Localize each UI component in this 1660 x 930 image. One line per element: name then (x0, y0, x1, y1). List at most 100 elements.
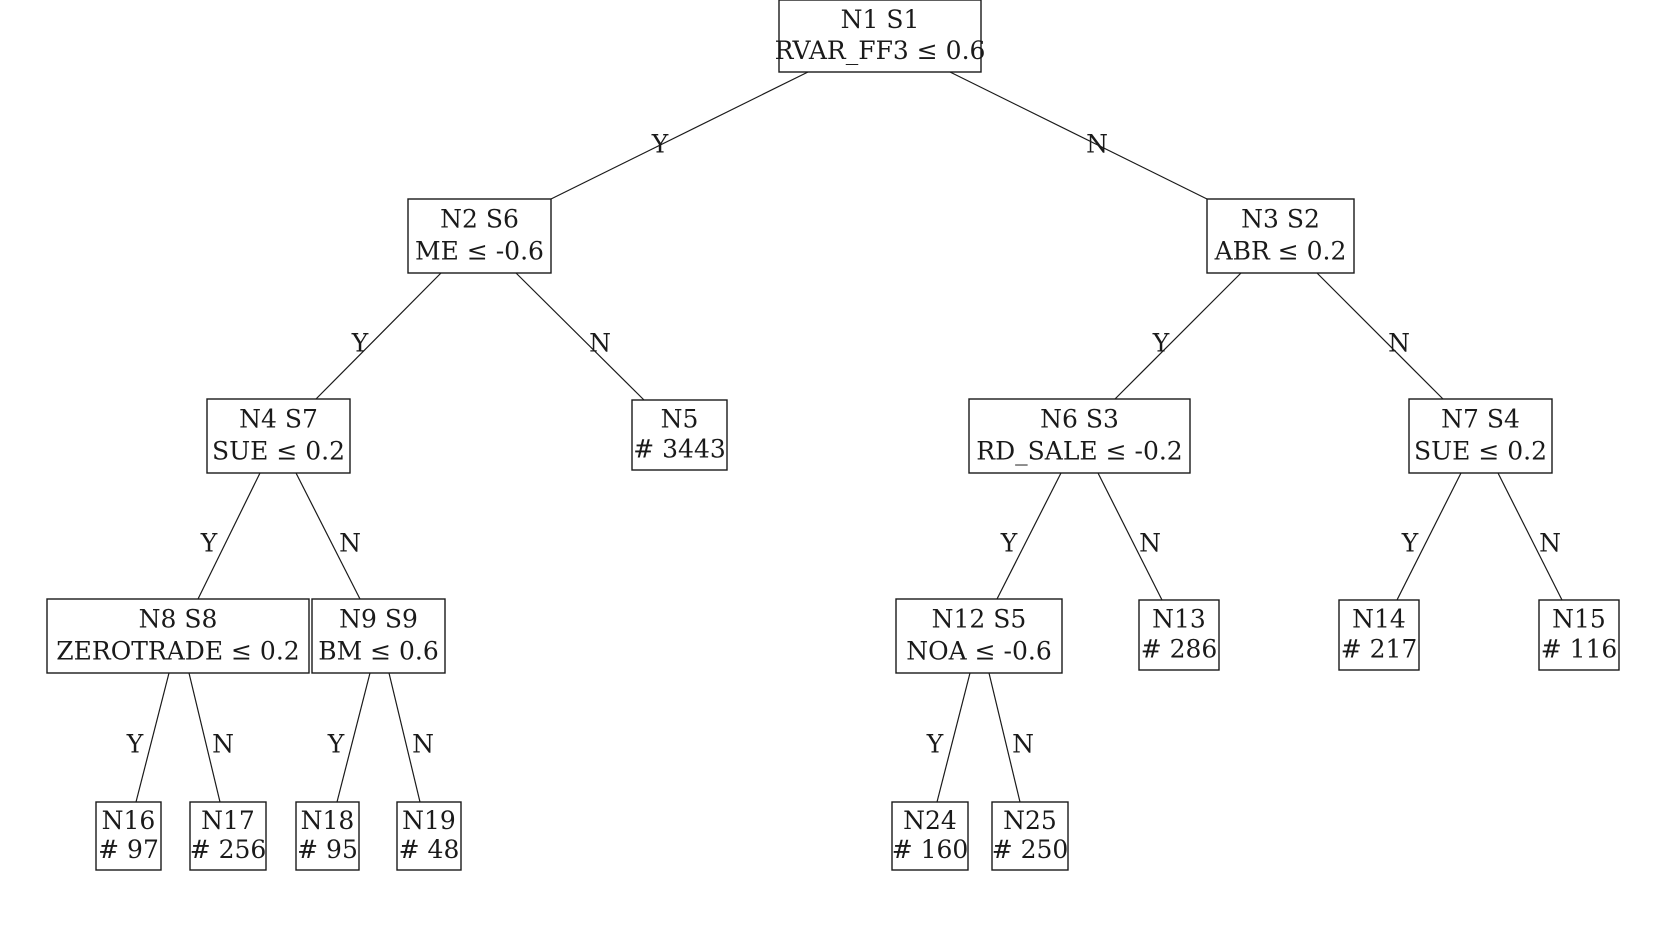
edge-label-yes: Y (926, 730, 944, 759)
edge-n1-n2: Y (550, 71, 809, 200)
node-id-label: N24 (903, 806, 957, 835)
edge-line (336, 672, 371, 803)
tree-node-n5: N5# 3443 (631, 399, 728, 471)
edge-label-yes: Y (1401, 529, 1419, 558)
node-box (895, 598, 1063, 674)
node-id-label: N8 S8 (139, 605, 218, 634)
edge-n12-n24: Y (926, 672, 971, 803)
node-box (295, 801, 360, 871)
node-box (46, 598, 310, 674)
node-id-label: N1 S1 (841, 5, 920, 34)
node-id-label: N17 (201, 806, 255, 835)
edge-line (1396, 472, 1462, 601)
edge-label-no: N (1139, 529, 1161, 558)
edge-line (295, 472, 361, 600)
node-box (1338, 599, 1420, 671)
edge-line (515, 272, 645, 401)
node-id-label: N4 S7 (239, 405, 318, 434)
edge-label-no: N (412, 730, 434, 759)
node-box (311, 598, 446, 674)
edge-label-yes: Y (1152, 329, 1170, 358)
node-id-label: N6 S3 (1040, 405, 1119, 434)
edge-line (388, 672, 421, 803)
edge-label-yes: Y (327, 730, 345, 759)
edge-label-yes: Y (351, 329, 369, 358)
tree-node-n17: N17# 256 (189, 801, 267, 871)
edge-n12-n25: N (988, 672, 1034, 803)
node-count-label: # 116 (1541, 635, 1618, 664)
edge-line (949, 71, 1208, 200)
edge-line (988, 672, 1021, 803)
tree-node-n15: N15# 116 (1538, 599, 1620, 671)
node-id-label: N12 S5 (932, 605, 1027, 634)
edge-n2-n4: Y (315, 272, 442, 400)
edge-n9-n19: N (388, 672, 434, 803)
node-box (968, 398, 1191, 474)
node-split-rule: ME ≤ -0.6 (415, 237, 544, 266)
edge-label-yes: Y (1000, 529, 1018, 558)
edge-n6-n13: N (1097, 472, 1163, 601)
tree-node-n24: N24# 160 (891, 801, 969, 871)
node-count-label: # 3443 (633, 435, 726, 464)
edge-line (197, 472, 261, 600)
edge-n3-n7: N (1316, 272, 1444, 400)
edge-line (1114, 272, 1242, 400)
tree-node-n16: N16# 97 (95, 801, 162, 871)
node-count-label: # 256 (190, 835, 267, 864)
edge-line (315, 272, 442, 400)
node-split-rule: NOA ≤ -0.6 (906, 637, 1051, 666)
node-id-label: N19 (402, 806, 456, 835)
edge-n4-n9: N (295, 472, 361, 600)
node-box (1408, 398, 1553, 474)
edge-n9-n18: Y (327, 672, 371, 803)
node-id-label: N18 (301, 806, 355, 835)
node-count-label: # 97 (98, 835, 159, 864)
edge-line (1316, 272, 1444, 400)
edge-label-no: N (589, 329, 611, 358)
node-box (189, 801, 267, 871)
edge-label-yes: Y (651, 130, 669, 159)
edge-n7-n14: Y (1396, 472, 1462, 601)
node-box (991, 801, 1069, 871)
tree-node-n18: N18# 95 (295, 801, 360, 871)
node-box (631, 399, 728, 471)
tree-node-n13: N13# 286 (1138, 599, 1220, 671)
node-id-label: N16 (102, 806, 156, 835)
node-box (407, 198, 552, 274)
edge-line (188, 672, 221, 803)
edge-line (1097, 472, 1163, 601)
edge-n3-n6: Y (1114, 272, 1242, 400)
node-count-label: # 160 (892, 835, 969, 864)
node-id-label: N5 (661, 405, 699, 434)
edge-n7-n15: N (1497, 472, 1563, 601)
edge-line (996, 472, 1062, 600)
node-box (95, 801, 162, 871)
edge-line (135, 672, 170, 803)
node-count-label: # 286 (1141, 635, 1218, 664)
node-box (1206, 198, 1355, 274)
node-box (1538, 599, 1620, 671)
edge-line (550, 71, 809, 200)
edge-label-no: N (1388, 329, 1410, 358)
node-split-rule: ABR ≤ 0.2 (1214, 237, 1347, 266)
node-id-label: N13 (1152, 605, 1206, 634)
node-count-label: # 95 (297, 835, 358, 864)
edge-n4-n8: Y (197, 472, 261, 600)
node-split-rule: SUE ≤ 0.2 (212, 437, 345, 466)
node-split-rule: RD_SALE ≤ -0.2 (976, 437, 1182, 466)
edge-label-no: N (1086, 130, 1108, 159)
tree-node-n6: N6 S3 RD_SALE ≤ -0.2 (968, 398, 1191, 474)
node-id-label: N25 (1003, 806, 1057, 835)
edge-line (936, 672, 971, 803)
edge-n8-n16: Y (126, 672, 170, 803)
tree-node-n14: N14# 217 (1338, 599, 1420, 671)
node-id-label: N3 S2 (1241, 205, 1320, 234)
edge-label-no: N (1539, 529, 1561, 558)
node-split-rule: ZEROTRADE ≤ 0.2 (56, 637, 299, 666)
node-id-label: N7 S4 (1441, 405, 1520, 434)
